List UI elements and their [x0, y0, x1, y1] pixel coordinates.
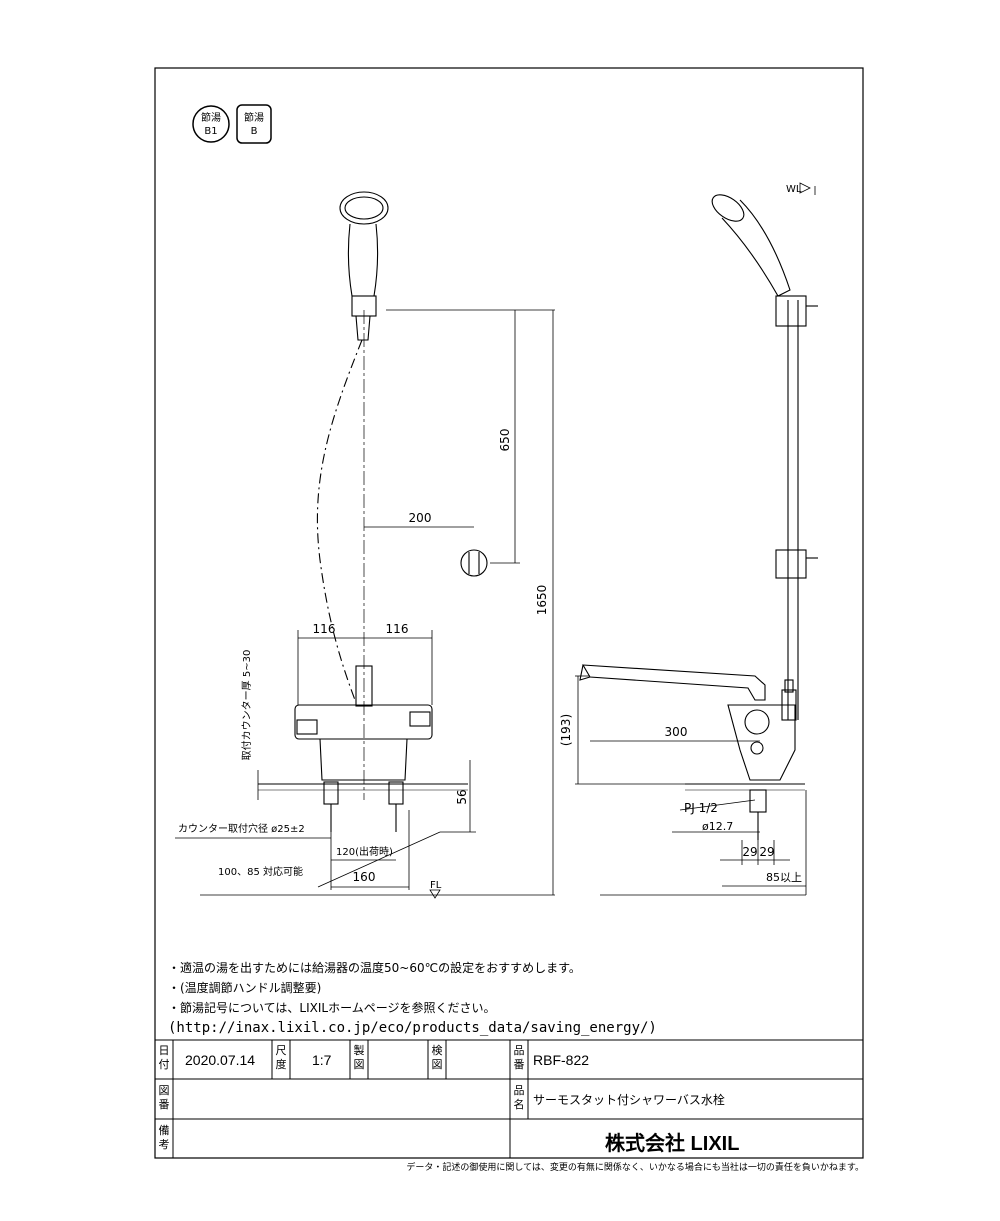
notes: ・適温の湯を出すためには給湯器の温度50~60℃の設定をおすすめします。 ・(温…: [168, 958, 657, 1038]
dim-56: 56: [455, 789, 469, 804]
check-label: 検図: [431, 1044, 443, 1071]
shower-head-front: [339, 191, 389, 341]
drawing-frame: [154, 67, 864, 1159]
dim-pj: PJ 1/2: [684, 801, 718, 815]
dim-300: 300: [665, 725, 688, 739]
date-label: 日付: [158, 1044, 170, 1071]
title-block-grid: [155, 1039, 863, 1158]
shower-holder: [775, 295, 807, 327]
product-name-value: サーモスタット付シャワーバス水栓: [533, 1093, 725, 1107]
note-3: ・節湯記号については、LIXILホームページを参照ください。: [168, 1001, 496, 1015]
dim-12-7: ø12.7: [702, 820, 733, 833]
side-view: [579, 194, 818, 840]
scale-label: 尺度: [275, 1044, 287, 1071]
water-saving-badge-b: 節湯 B: [236, 104, 272, 144]
dim-160: 160: [353, 870, 376, 884]
disclaimer: データ・記述の御使用に関しては、変更の有無に関係なく、いかなる場合にも当社は一切…: [406, 1163, 864, 1173]
part-no-value: RBF-822: [533, 1052, 590, 1068]
note-1: ・適温の湯を出すためには給湯器の温度50~60℃の設定をおすすめします。: [168, 961, 581, 975]
slide-bracket: [775, 549, 807, 579]
dim-1650: 1650: [535, 585, 549, 616]
note-url: (http://inax.lixil.co.jp/eco/products_da…: [168, 1020, 657, 1036]
dim-counter-hole: カウンター取付穴径 ø25±2: [178, 822, 305, 835]
water-saving-badge-b1: 節湯 B1: [192, 105, 230, 143]
dim-85: 85以上: [766, 871, 802, 884]
svg-text:節湯: 節湯: [201, 111, 221, 124]
product-name-label: 品名: [513, 1084, 525, 1111]
faucet-body-front: [294, 665, 433, 832]
date-value: 2020.07.14: [185, 1052, 256, 1068]
shower-hose: [316, 339, 363, 701]
fl-marker: FL: [430, 880, 442, 891]
drawn-label: 製図: [353, 1044, 365, 1071]
dim-116-left: 116: [313, 622, 336, 636]
dim-29-left: 29: [742, 845, 757, 859]
svg-text:節湯: 節湯: [244, 111, 264, 124]
shower-head-side: [711, 194, 791, 297]
dim-counter-thickness: 取付カウンター厚 5~30: [240, 650, 253, 761]
title-block: 日付 2020.07.14 尺度 1:7 製図 検図 品番 RBF-822 図番…: [155, 1040, 863, 1158]
dim-pitch: 100、85 対応可能: [218, 865, 303, 878]
drawing-no-label: 図番: [158, 1084, 170, 1111]
part-no-label: 品番: [513, 1044, 525, 1071]
front-view: [258, 191, 488, 832]
shower-hook: [460, 549, 488, 577]
dim-200: 200: [409, 511, 432, 525]
wl-marker: WL: [786, 184, 802, 195]
dim-29-right: 29: [759, 845, 774, 859]
svg-text:B1: B1: [204, 126, 217, 137]
svg-text:B: B: [251, 126, 258, 137]
dim-116-right: 116: [386, 622, 409, 636]
dim-193: (193): [559, 714, 573, 746]
faucet-body-side: [727, 679, 797, 781]
company-logo: 株式会社 LIXIL: [605, 1133, 740, 1155]
spout: [579, 664, 766, 701]
side-dimension-lines: [575, 186, 816, 896]
note-2: ・(温度調節ハンドル調整要): [168, 981, 322, 995]
remarks-label: 備考: [158, 1124, 170, 1151]
dim-650: 650: [498, 429, 512, 452]
front-dimension-lines: [175, 309, 555, 896]
dim-120: 120(出荷時): [336, 845, 393, 858]
scale-value: 1:7: [312, 1052, 332, 1068]
